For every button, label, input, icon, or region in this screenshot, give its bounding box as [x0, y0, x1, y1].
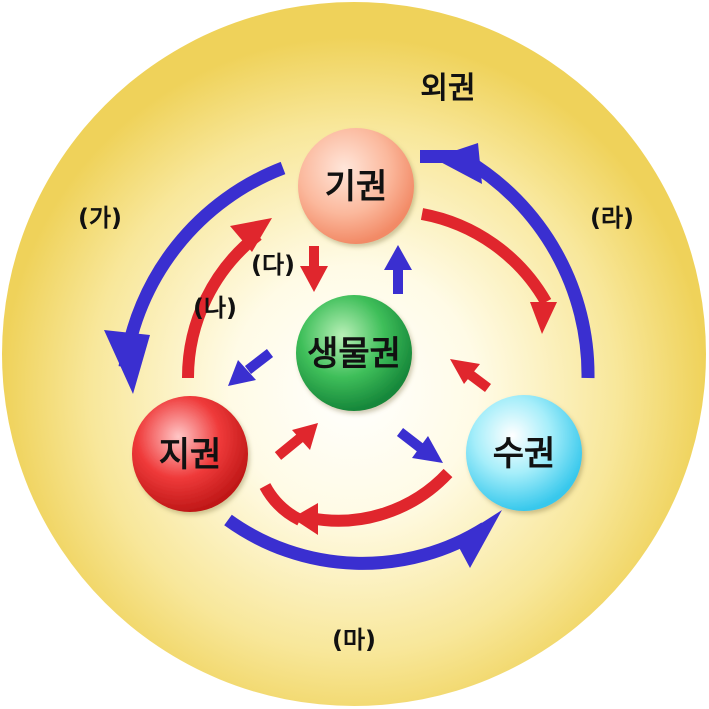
- arrow-bio-to-geo-head: [228, 360, 256, 386]
- sphere-atmosphere: [298, 128, 414, 244]
- blue-arrows: [104, 143, 595, 570]
- sphere-biosphere-disc: [296, 295, 412, 411]
- sphere-atmosphere-disc: [298, 128, 414, 244]
- sphere-geosphere-disc: [132, 396, 248, 512]
- arrow-label-da: (다): [251, 251, 295, 279]
- arrow-geo-to-bio-head: [292, 423, 318, 450]
- arrow-ra-path: [462, 154, 595, 379]
- arrow-ma-head: [455, 510, 502, 568]
- sphere-atmosphere-label: 기권: [325, 167, 388, 207]
- arrow-label-ma: (마): [332, 626, 376, 654]
- sphere-geosphere: [132, 396, 248, 512]
- sphere-hydrosphere: [466, 395, 582, 511]
- arrow-label-ra: (라): [590, 204, 634, 232]
- arrow-bio-to-hydro-shaft: [396, 428, 426, 453]
- sphere-hydrosphere-label: 수권: [493, 434, 556, 474]
- outer-sphere-label: 외권: [420, 71, 475, 106]
- arrow-geo-tail-curve: [259, 482, 303, 526]
- arrow-atmo-to-hydro-head: [530, 302, 557, 334]
- arrow-label-ga: (가): [78, 204, 122, 232]
- arrow-ma-path: [224, 514, 489, 570]
- arrow-hydro-to-geo-head: [292, 503, 318, 535]
- arrow-hydro-to-bio-head: [450, 359, 480, 384]
- arrow-na-head: [230, 218, 272, 252]
- arrow-ga-head: [104, 330, 150, 394]
- red-arrows: [181, 208, 557, 535]
- arrow-ga-path: [118, 161, 286, 368]
- arrow-bio-to-atmo-shaft: [393, 268, 403, 294]
- arrow-bio-to-hydro-head: [412, 436, 443, 463]
- sphere-biosphere-label: 생물권: [307, 334, 401, 374]
- arrow-na-path: [181, 230, 262, 379]
- arrow-label-na: (나): [193, 294, 237, 322]
- arrow-atmo-to-hydro-path: [420, 208, 552, 305]
- arrow-da-shaft: [309, 246, 319, 268]
- inner-arrows: [228, 245, 491, 463]
- arrow-da-head: [300, 266, 328, 292]
- arrow-hydro-to-geo-path: [308, 468, 453, 527]
- sphere-hydrosphere-disc: [466, 395, 582, 511]
- sphere-biosphere: [296, 295, 412, 411]
- arrow-ra-tail: [420, 150, 470, 163]
- arrow-hydro-to-bio-shaft: [465, 369, 491, 392]
- arrow-bio-to-geo-shaft: [244, 349, 274, 374]
- sphere-geosphere-label: 지권: [159, 435, 222, 475]
- arrow-bio-to-atmo-head: [384, 245, 412, 270]
- arrow-geo-to-bio-shaft: [274, 434, 304, 460]
